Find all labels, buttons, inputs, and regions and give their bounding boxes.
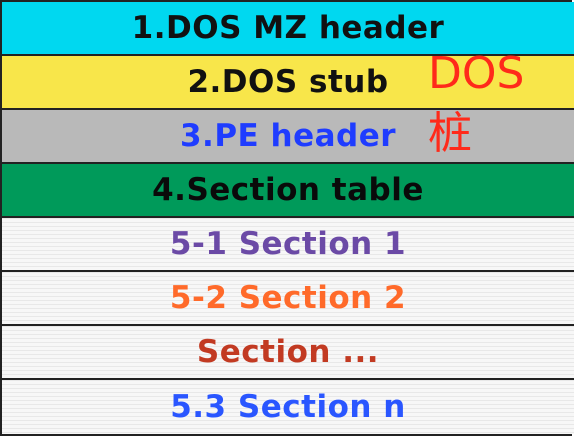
annotation-dos: DOS <box>428 48 525 99</box>
row-label: 5.3 Section n <box>170 389 406 425</box>
row-section-2: 5-2 Section 2 <box>2 272 574 326</box>
row-label: 4.Section table <box>152 172 424 208</box>
row-label: 5-1 Section 1 <box>169 226 407 262</box>
row-label: 2.DOS stub <box>187 64 389 100</box>
row-dos-stub: 2.DOS stub <box>2 56 574 110</box>
row-dos-mz-header: 1.DOS MZ header <box>2 2 574 56</box>
annotation-stub-character: 桩 <box>428 108 472 159</box>
row-pe-header: 3.PE header <box>2 110 574 164</box>
row-label: Section ... <box>196 334 380 370</box>
row-label: 5-2 Section 2 <box>169 280 407 316</box>
row-section-1: 5-1 Section 1 <box>2 218 574 272</box>
row-section-n: 5.3 Section n <box>2 380 574 434</box>
row-label: 3.PE header <box>179 118 397 154</box>
row-label: 1.DOS MZ header <box>131 10 445 46</box>
row-section-table: 4.Section table <box>2 164 574 218</box>
row-section-ellipsis: Section ... <box>2 326 574 380</box>
